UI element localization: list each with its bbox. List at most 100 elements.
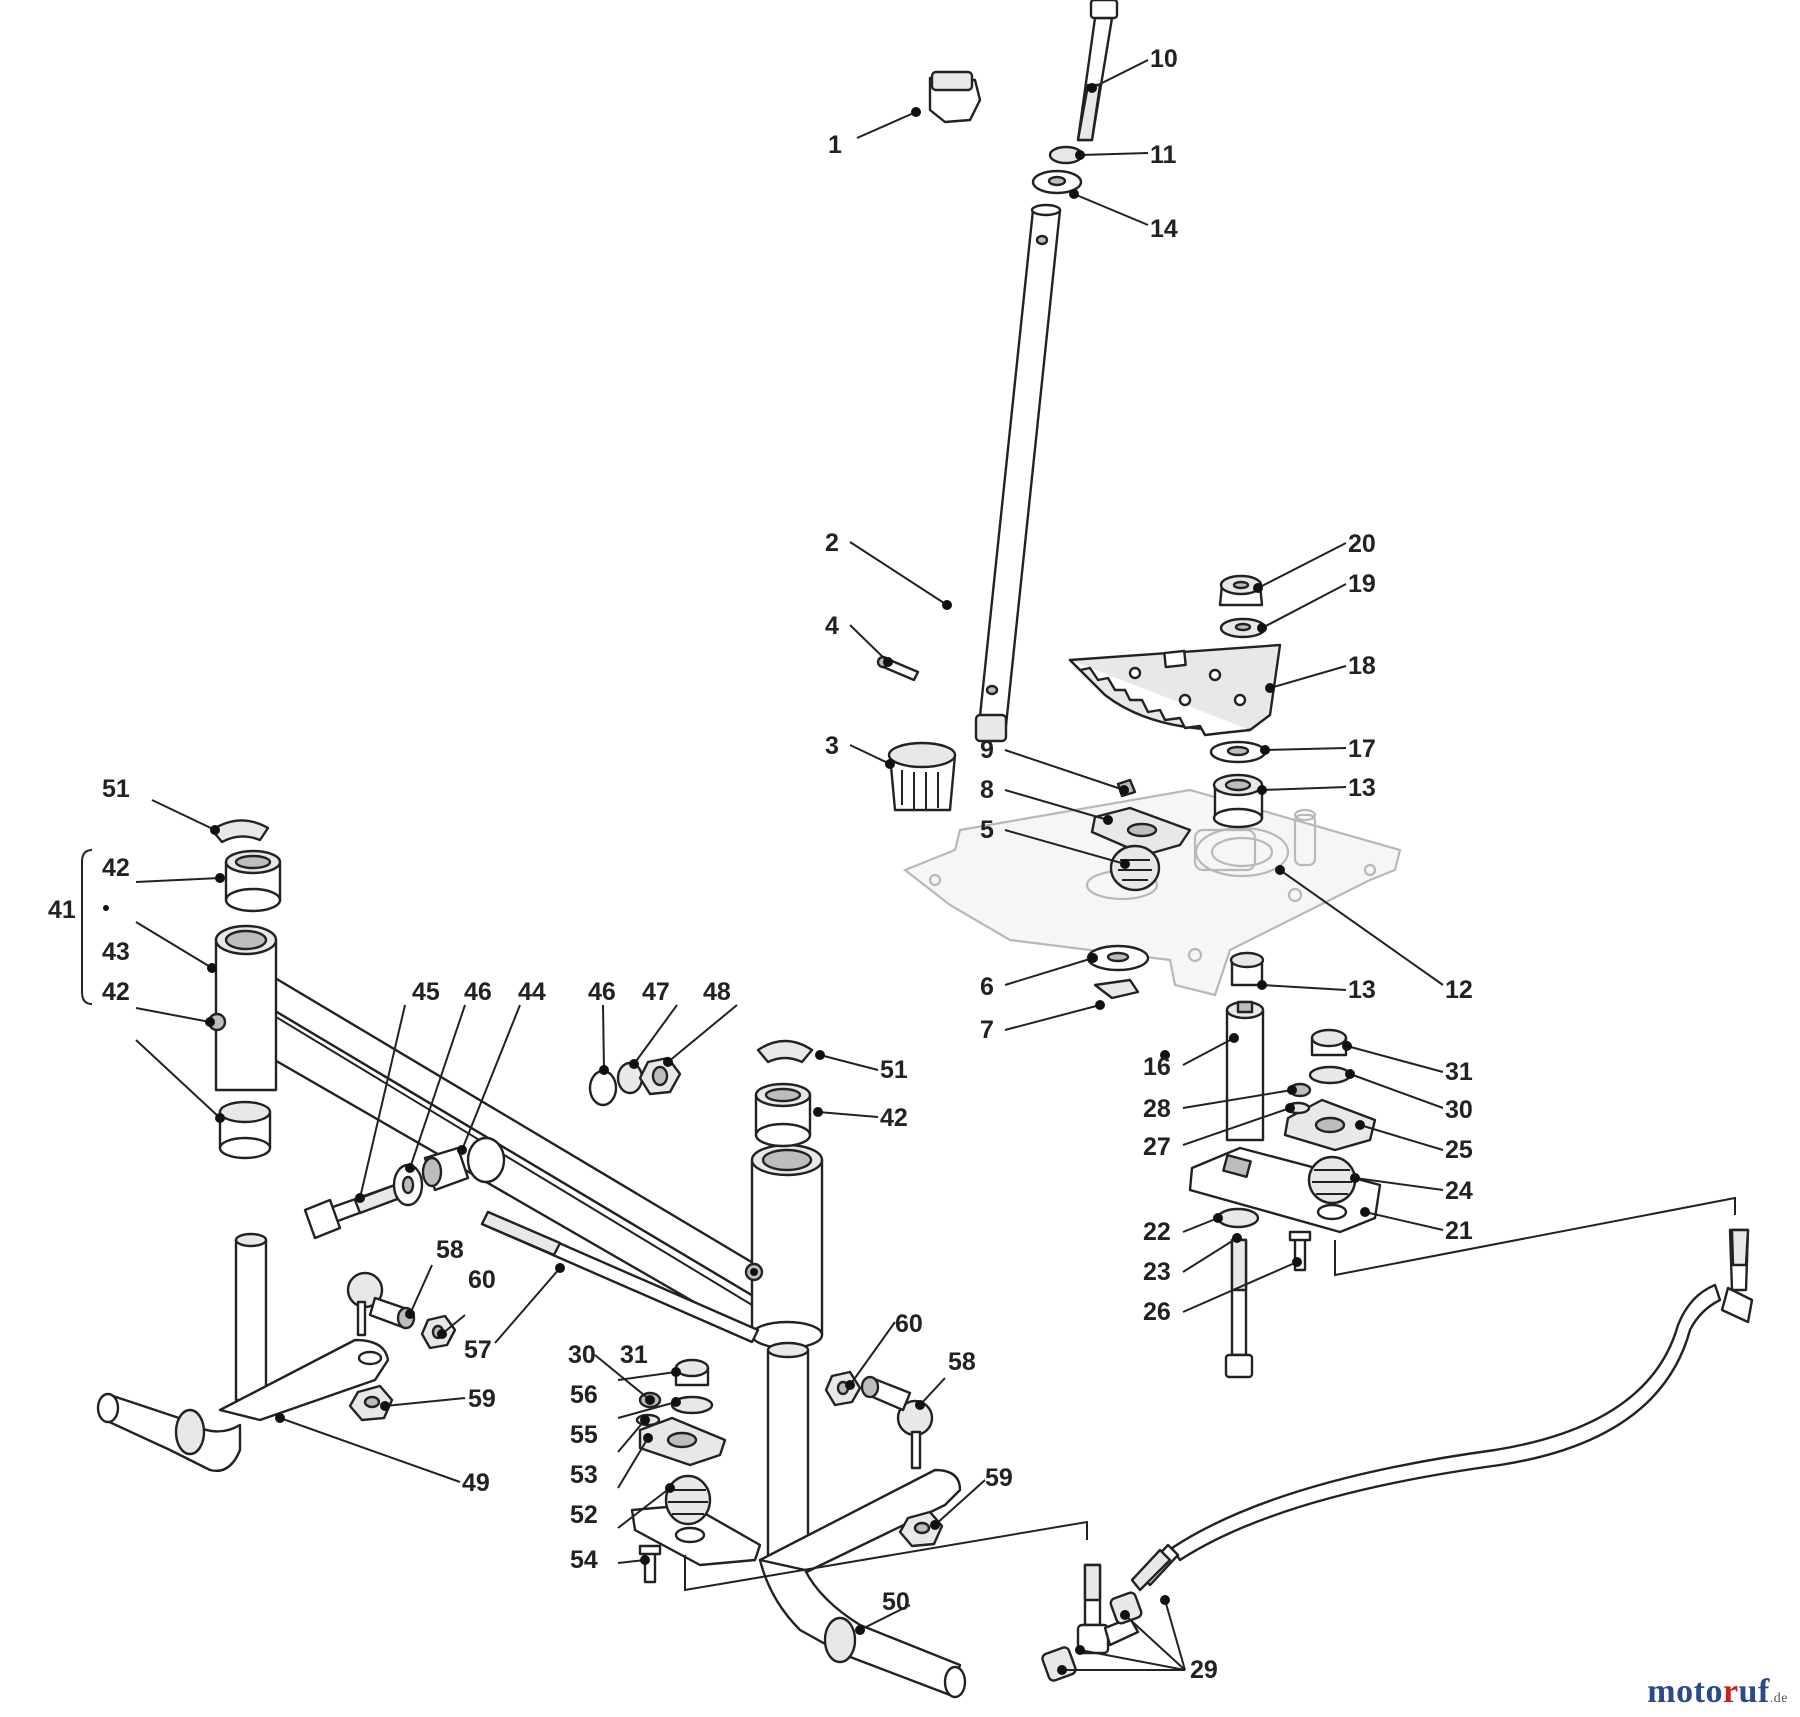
callout-17: 17 [1348,735,1376,763]
callout-41: 41 [48,896,76,924]
spindle-49 [96,1232,390,1472]
steering-support-plate [902,788,1402,997]
callout-49: 49 [462,1469,490,1497]
callout-4: 4 [825,612,839,640]
callout-60-left: 60 [468,1266,496,1294]
brand-watermark: motoruf.de [1647,1673,1788,1711]
callout-13-bottom: 13 [1348,976,1376,1004]
nut-20 [1218,574,1264,607]
brand-name-a: moto [1647,1673,1723,1710]
callout-48: 48 [703,978,731,1006]
callout-22: 22 [1143,1218,1171,1246]
bushing-42-right [754,1082,812,1148]
callout-58-left: 58 [436,1236,464,1264]
ball-joint-24 [1307,1155,1357,1205]
bracket-8 [1090,806,1192,857]
spacer-7 [1093,978,1140,1000]
nut-31-left [674,1358,710,1387]
callout-3: 3 [825,732,839,760]
clip-51-left [210,819,270,844]
nut-31-right [1310,1028,1348,1057]
bracket-25 [1283,1098,1377,1152]
nut-59-left [348,1384,394,1422]
bolt-45 [303,1183,402,1240]
bolt-10 [1076,0,1119,142]
callout-labels: 1 10 11 14 2 4 3 20 19 18 17 13 9 8 5 6 … [48,45,1473,1684]
bushing-42-top-left [224,849,282,913]
callout-21: 21 [1445,1217,1473,1245]
bracket-53 [638,1416,727,1467]
stud-57 [480,1210,760,1344]
callout-29: 29 [1190,1656,1218,1684]
callout-9: 9 [980,736,994,764]
cap-1 [928,70,982,124]
callout-42-right: 42 [880,1104,908,1132]
callout-45: 45 [412,978,440,1006]
callout-1: 1 [828,131,842,159]
callout-59-right: 59 [985,1464,1013,1492]
callout-46-left: 46 [464,978,492,1006]
tie-rod-29 [1130,1228,1754,1592]
ball-joint-52 [664,1474,712,1526]
callout-18: 18 [1348,652,1376,680]
callout-52: 52 [570,1501,598,1529]
brand-tld: .de [1769,1691,1788,1706]
callout-57: 57 [464,1336,492,1364]
callout-23: 23 [1143,1258,1171,1286]
callout-28: 28 [1143,1095,1171,1123]
lock-washer-47 [616,1061,644,1095]
callout-60-right: 60 [895,1310,923,1338]
callout-31-left: 31 [620,1341,648,1369]
ball-joint-58-right [860,1375,934,1470]
callout-27: 27 [1143,1133,1171,1161]
pinion-gear-3 [887,741,957,812]
callout-2: 2 [825,529,839,557]
brand-name-c: uf [1738,1673,1770,1710]
callout-30-right: 30 [1445,1096,1473,1124]
brand-name-b: r [1722,1673,1739,1710]
steering-shaft [974,203,1062,743]
callout-55: 55 [570,1421,598,1449]
callout-30-left: 30 [568,1341,596,1369]
washer-22 [1216,1207,1260,1229]
callout-43: 43 [102,938,130,966]
bushing-42-bottom-left [218,1100,272,1160]
leader-lines [135,59,1736,1671]
callout-13-top: 13 [1348,774,1376,802]
washer-30-right [1308,1065,1352,1085]
steering-arm-21 [1188,1146,1382,1234]
group-bracket-41 [81,849,109,1005]
washer-46-right [588,1069,618,1107]
callout-56: 56 [570,1381,598,1409]
callout-24: 24 [1445,1177,1473,1205]
tie-rod-end-left [1041,1563,1143,1682]
callout-11: 11 [1150,141,1177,169]
bushing-13-top [1212,773,1264,829]
callout-26: 26 [1143,1298,1171,1326]
bolt-23 [1224,1238,1254,1379]
callout-31-right: 31 [1445,1058,1473,1086]
callout-5: 5 [980,816,994,844]
nut-48 [638,1056,682,1096]
callout-7: 7 [980,1016,994,1044]
callout-51-left: 51 [102,775,130,803]
callout-54: 54 [570,1546,598,1574]
callout-58-right: 58 [948,1348,976,1376]
ball-joint-58-left [346,1271,416,1337]
clip-51-right [756,1039,814,1064]
callout-42-top: 42 [102,854,130,882]
sector-gear-18 [1068,643,1282,737]
callout-51-right: 51 [880,1056,908,1084]
callout-6: 6 [980,973,994,1001]
bushing-13-bottom [1229,951,1265,987]
callout-16: 16 [1143,1053,1171,1081]
leader-dots [205,83,1370,1675]
callout-8: 8 [980,776,994,804]
callout-50: 50 [882,1588,910,1616]
callout-42-bottom: 42 [102,978,130,1006]
callout-46-right: 46 [588,978,616,1006]
callout-12: 12 [1445,976,1473,1004]
spacer-44 [421,1146,470,1192]
callout-47: 47 [642,978,670,1006]
